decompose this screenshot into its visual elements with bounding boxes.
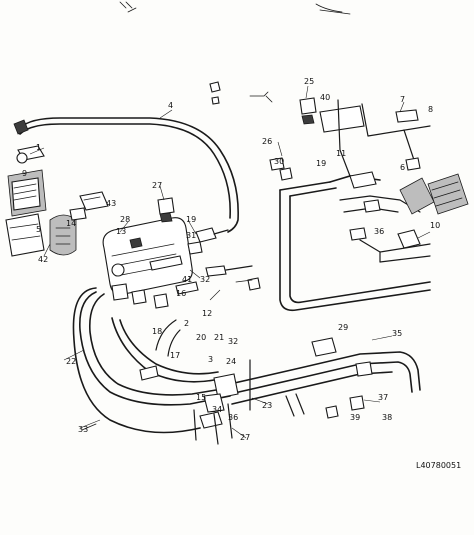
callout-label: 24 — [226, 357, 236, 366]
callout-label: 27 — [152, 181, 162, 190]
leader-lines — [29, 85, 431, 439]
callout-label: 31 — [186, 231, 196, 240]
callout-label: 33 — [78, 425, 88, 434]
callout-label: 41 — [182, 275, 192, 284]
callout-label: 2 — [184, 319, 189, 328]
callout-label: 32 — [200, 275, 210, 284]
callout-label: 1 — [36, 143, 41, 152]
callout-label: 22 — [66, 357, 76, 366]
overhead-hose — [13, 117, 239, 233]
callout-label: 19 — [316, 159, 326, 168]
callout-label: 10 — [430, 221, 440, 230]
callout-label: 42 — [38, 255, 48, 264]
callout-label: 3 — [208, 355, 213, 364]
callout-label: 9 — [22, 169, 27, 178]
callout-label: 4 — [168, 101, 173, 110]
fastener-set — [209, 81, 273, 105]
callout-label: 43 — [106, 199, 116, 208]
top-fragment-left — [119, 1, 137, 13]
callout-label: 30 — [274, 157, 284, 166]
callout-label: 35 — [392, 329, 402, 338]
rear-pipe-manifold — [193, 337, 421, 445]
callout-label: 6 — [400, 163, 405, 172]
callout-label: 12 — [202, 309, 212, 318]
control-valve-block — [102, 217, 193, 309]
callouts: 4 1 42 5 13 14 9 43 27 19 28 31 32 41 12… — [22, 77, 440, 442]
callout-label: 19 — [186, 215, 196, 224]
callout-label: 11 — [336, 149, 346, 158]
callout-label: 27 — [240, 433, 250, 442]
callout-label: 37 — [378, 393, 388, 402]
valve-top-fittings — [157, 197, 261, 295]
callout-label: 18 — [152, 327, 162, 336]
callout-label: 17 — [170, 351, 180, 360]
callout-label: 14 — [66, 219, 76, 228]
callout-label: 8 — [428, 105, 433, 114]
top-fragment-right — [315, 3, 351, 15]
lower-fittings — [81, 365, 339, 431]
callout-label: 21 — [214, 333, 224, 342]
callout-label: 13 — [116, 227, 126, 236]
callout-label: 28 — [120, 215, 130, 224]
callout-label: 25 — [304, 77, 314, 86]
callout-label: 29 — [338, 323, 348, 332]
upper-right-bracket — [299, 97, 431, 177]
callout-label: 34 — [212, 405, 222, 414]
callout-label: 15 — [196, 393, 206, 402]
right-side-components — [269, 157, 469, 215]
callout-label: 36 — [374, 227, 384, 236]
callout-label: 16 — [176, 289, 186, 298]
callout-label: 26 — [262, 137, 272, 146]
callout-label: 5 — [36, 225, 41, 234]
callout-label: 7 — [400, 95, 405, 104]
callout-label: 39 — [350, 413, 360, 422]
figure-code: L40780051 — [416, 461, 461, 470]
callout-label: 36 — [228, 413, 238, 422]
callout-label: 23 — [262, 401, 272, 410]
callout-label: 32 — [228, 337, 238, 346]
callout-label: 20 — [196, 333, 206, 342]
left-pump-assembly — [5, 145, 109, 257]
callout-label: 38 — [382, 413, 392, 422]
callout-label: 40 — [320, 93, 330, 102]
